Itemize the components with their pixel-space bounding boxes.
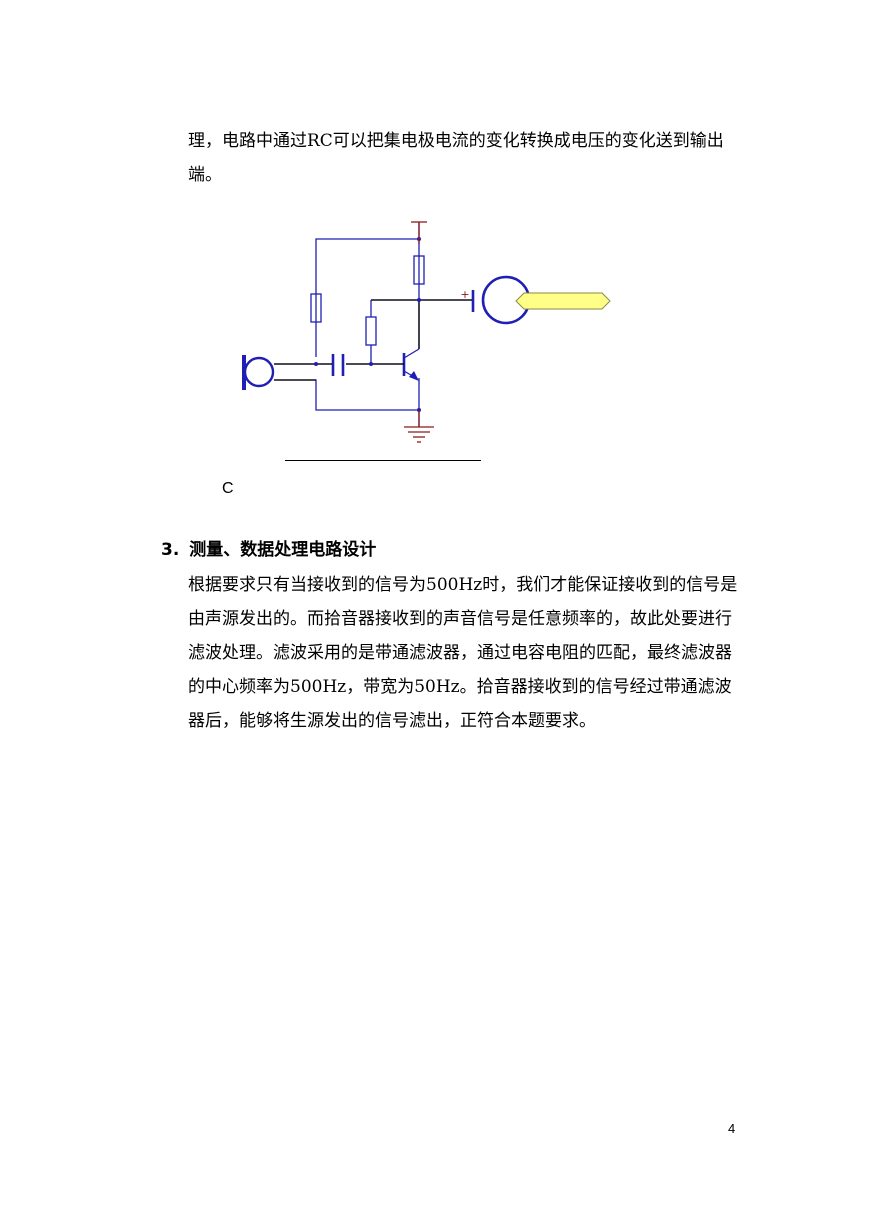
microphone-circle <box>243 356 275 388</box>
section-title: 测量、数据处理电路设计 <box>189 540 377 560</box>
output-arrow <box>515 292 611 310</box>
body-paragraph: 根据要求只有当接收到的信号为500Hz时，我们才能保证接收到的信号是由声源发出的… <box>188 575 738 731</box>
amplifier-circuit-diagram: + <box>242 221 611 443</box>
emitter-arrow <box>409 371 419 381</box>
figure-caption: C <box>222 480 234 497</box>
figure-caption-rule <box>285 460 481 461</box>
bias-resistor <box>310 293 322 323</box>
intro-paragraph: 理，电路中通过RC可以把集电极电流的变化转换成电压的变化送到输出端。 <box>188 131 724 185</box>
bias-wire-top <box>315 238 419 357</box>
ground-symbol <box>404 410 434 443</box>
capacitor-polarity-label: + <box>460 288 469 301</box>
section-number: 3. <box>161 540 180 560</box>
page-number: 4 <box>728 1121 736 1136</box>
base-collector-resistor <box>365 316 377 346</box>
section-heading: 3. 测量、数据处理电路设计 <box>161 535 376 560</box>
